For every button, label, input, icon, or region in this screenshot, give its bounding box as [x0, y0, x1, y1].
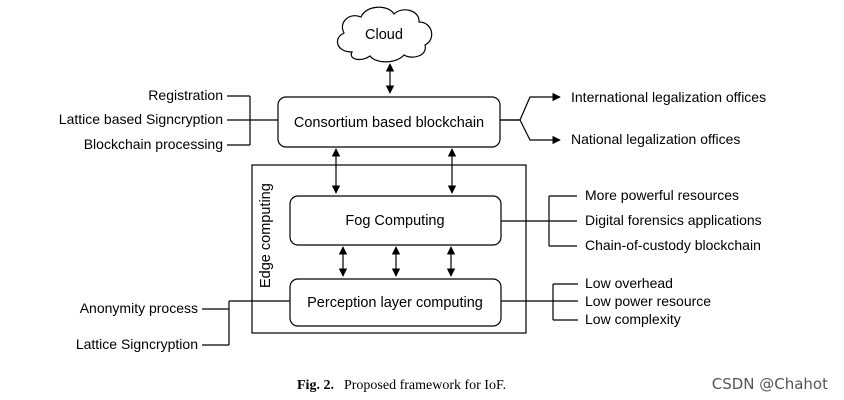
right-mid-connector: [501, 195, 577, 247]
right-top-item: International legalization offices: [571, 89, 766, 105]
caption-text: Proposed framework for IoF.: [344, 378, 506, 393]
left-bottom-item: Anonymity process: [80, 300, 198, 316]
left-top-item: Blockchain processing: [84, 136, 223, 152]
left-bottom-item: Lattice Signcryption: [76, 336, 198, 352]
edge-computing-label: Edge computing: [258, 183, 274, 288]
perception-label: Perception layer computing: [307, 295, 483, 311]
blockchain-box: [277, 96, 501, 148]
left-top-item: Registration: [148, 87, 223, 103]
left-top-item: Lattice based Signcryption: [59, 111, 223, 127]
left-top-connector: [227, 95, 278, 146]
cloud-shape: Cloud: [336, 6, 433, 63]
right-bottom-item: Low power resource: [585, 293, 711, 309]
right-top-item: National legalization offices: [571, 131, 740, 147]
caption-label: Fig. 2.: [297, 378, 334, 393]
edge-computing-container: [251, 164, 527, 334]
blockchain-label: Consortium based blockchain: [294, 115, 484, 131]
fog-label: Fog Computing: [345, 213, 444, 229]
right-bottom-connector: [501, 283, 578, 321]
figure-caption: Fig. 2. Proposed framework for IoF.: [297, 376, 506, 393]
perception-box: [289, 278, 502, 327]
right-bottom-item: Low complexity: [585, 311, 681, 327]
right-mid-item: Chain-of-custody blockchain: [585, 237, 761, 253]
cloud-label: Cloud: [365, 27, 403, 43]
right-bottom-item: Low overhead: [585, 275, 673, 291]
right-mid-item: More powerful resources: [585, 187, 739, 203]
right-mid-item: Digital forensics applications: [585, 212, 762, 228]
watermark: CSDN @Chahot: [712, 375, 828, 393]
right-top-connector: [500, 92, 561, 145]
left-bottom-connector: [202, 300, 290, 346]
